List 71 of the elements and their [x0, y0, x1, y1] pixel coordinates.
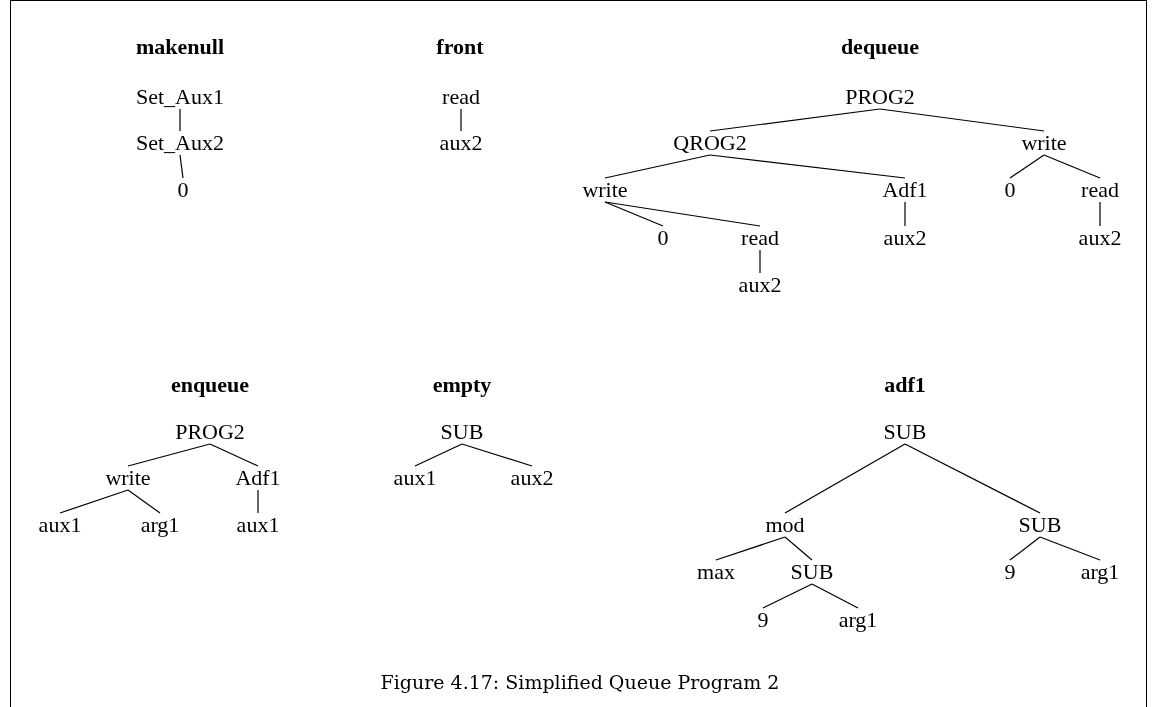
tree-branch — [1043, 154, 1101, 179]
tree-branch — [709, 154, 906, 179]
tree-node-label: 0 — [176, 178, 190, 202]
tree-node-label: aux1 — [37, 513, 83, 537]
tree-node-label: Adf1 — [234, 466, 282, 490]
tree-branch — [1009, 536, 1041, 561]
tree-branch — [461, 443, 533, 467]
tree-node-label: aux2 — [1077, 226, 1123, 250]
tree-branch — [604, 201, 664, 227]
tree-branch — [784, 536, 813, 561]
tree-branch — [762, 583, 813, 609]
tree-node-label: mod — [764, 513, 806, 537]
tree-title: dequeue — [840, 35, 920, 59]
tree-node-label: Adf1 — [881, 178, 929, 202]
tree-branch — [904, 443, 1041, 514]
tree-branch — [759, 249, 761, 274]
tree-branch — [604, 201, 761, 227]
tree-branch — [460, 108, 462, 132]
tree-node-label: SUB — [1017, 513, 1063, 537]
tree-branch — [179, 154, 184, 179]
tree-branch — [127, 489, 161, 514]
tree-node-label: SUB — [882, 420, 928, 444]
tree-title: adf1 — [884, 373, 926, 397]
tree-node-label: SUB — [789, 560, 835, 584]
tree-node-label: Set_Aux2 — [135, 131, 225, 155]
tree-node-label: Set_Aux1 — [135, 85, 225, 109]
tree-node-label: write — [104, 466, 152, 490]
tree-node-label: 9 — [756, 608, 770, 632]
tree-branch — [879, 108, 1045, 132]
tree-branch — [414, 443, 463, 467]
tree-title: enqueue — [170, 373, 250, 397]
tree-node-label: 9 — [1003, 560, 1017, 584]
tree-branch — [715, 536, 786, 561]
tree-node-label: write — [581, 178, 629, 202]
tree-node-label: QROG2 — [672, 131, 748, 155]
tree-node-label: 0 — [656, 226, 670, 250]
tree-branch — [209, 443, 259, 467]
tree-branch — [709, 108, 881, 132]
tree-branch — [1039, 536, 1101, 561]
tree-node-label: arg1 — [837, 608, 879, 632]
tree-node-label: PROG2 — [844, 85, 916, 109]
tree-node-label: read — [441, 85, 481, 109]
tree-node-label: aux2 — [438, 131, 484, 155]
tree-branch — [179, 108, 181, 132]
tree-branch — [784, 443, 906, 514]
tree-node-label: aux1 — [235, 513, 281, 537]
tree-node-label: write — [1020, 131, 1068, 155]
tree-branch — [257, 489, 259, 514]
tree-node-label: 0 — [1003, 178, 1017, 202]
tree-node-label: aux2 — [882, 226, 928, 250]
tree-node-label: arg1 — [139, 513, 181, 537]
tree-node-label: read — [1080, 178, 1120, 202]
tree-title: empty — [432, 373, 492, 397]
tree-branch — [604, 154, 711, 179]
tree-branch — [811, 583, 859, 609]
tree-node-label: SUB — [439, 420, 485, 444]
tree-branch — [1099, 201, 1101, 227]
tree-node-label: PROG2 — [174, 420, 246, 444]
tree-node-label: max — [696, 560, 736, 584]
tree-node-label: aux1 — [392, 466, 438, 490]
tree-branch — [127, 443, 211, 467]
tree-branch — [904, 201, 906, 227]
tree-title: makenull — [136, 35, 224, 59]
tree-node-label: arg1 — [1079, 560, 1121, 584]
tree-branch — [1009, 154, 1045, 179]
tree-node-label: aux2 — [509, 466, 555, 490]
tree-title: front — [436, 35, 484, 59]
figure-caption: Figure 4.17: Simplified Queue Program 2 — [380, 670, 780, 694]
tree-branch — [59, 489, 129, 514]
tree-node-label: aux2 — [737, 273, 783, 297]
tree-node-label: read — [740, 226, 780, 250]
